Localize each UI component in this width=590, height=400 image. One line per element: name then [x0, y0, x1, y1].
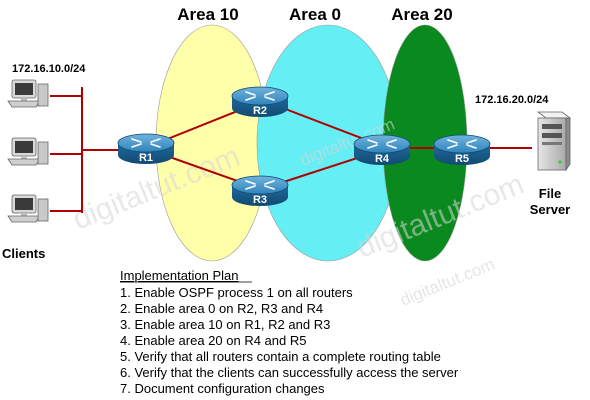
- implementation-plan: Implementation Plan 1. Enable OSPF proce…: [120, 268, 459, 396]
- router-r4[interactable]: R4: [353, 134, 411, 166]
- server-network-label: 172.16.20.0/24: [475, 94, 549, 106]
- client-pc-1[interactable]: [7, 79, 49, 108]
- router-r3[interactable]: R3: [231, 175, 289, 207]
- watermark-4: digitaltut.com: [397, 255, 497, 310]
- plan-step: 1. Enable OSPF process 1 on all routers: [120, 285, 353, 300]
- plan-step: 5. Verify that all routers contain a com…: [120, 349, 441, 364]
- router-r2[interactable]: R2: [231, 86, 289, 118]
- router-r1[interactable]: R1: [117, 133, 175, 165]
- file-server-label-1: File: [539, 186, 561, 201]
- plan-step: 6. Verify that the clients can successfu…: [120, 365, 459, 380]
- plan-step: 2. Enable area 0 on R2, R3 and R4: [120, 301, 323, 316]
- router-r2-label: R2: [253, 105, 267, 117]
- area-20-label: Area 20: [391, 5, 452, 24]
- file-server-label-2: Server: [530, 202, 570, 217]
- router-r5[interactable]: R5: [433, 134, 491, 166]
- router-r3-label: R3: [253, 194, 267, 206]
- area-10-label: Area 10: [177, 5, 238, 24]
- router-r4-label: R4: [375, 153, 390, 165]
- plan-title: Implementation Plan: [120, 268, 239, 283]
- plan-step: 4. Enable area 20 on R4 and R5: [120, 333, 306, 348]
- client-pc-2[interactable]: [7, 137, 49, 166]
- client-pc-3[interactable]: [7, 194, 49, 223]
- router-r1-label: R1: [139, 152, 153, 164]
- plan-step: 3. Enable area 10 on R1, R2 and R3: [120, 317, 330, 332]
- router-r5-label: R5: [455, 153, 469, 165]
- clients-network-label: 172.16.10.0/24: [12, 63, 86, 75]
- area-0-label: Area 0: [289, 5, 341, 24]
- clients-label: Clients: [2, 246, 45, 261]
- plan-step: 7. Document configuration changes: [120, 381, 325, 396]
- file-server-icon[interactable]: [536, 111, 572, 172]
